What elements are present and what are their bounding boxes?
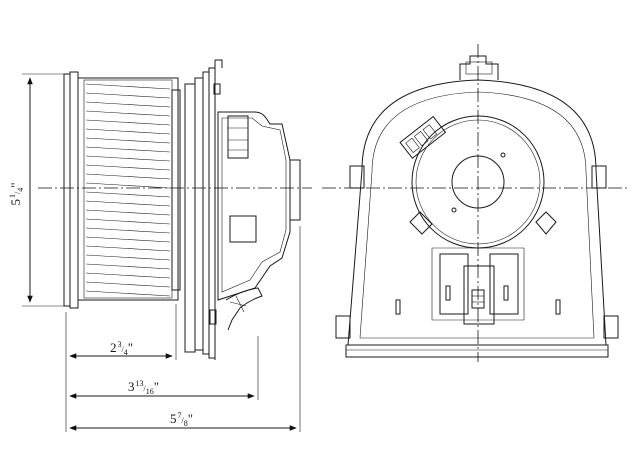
- fan-blade: [85, 191, 171, 198]
- fan-blade: [85, 119, 171, 126]
- fan-blade: [85, 290, 171, 297]
- side-view: [63, 59, 301, 360]
- fan-blade: [85, 110, 171, 117]
- dimension-depth-overall: 57/8": [69, 410, 297, 431]
- fan-blade: [85, 101, 171, 108]
- fan-blade: [85, 92, 171, 99]
- fan-blade: [85, 128, 171, 135]
- fan-blade: [85, 218, 171, 225]
- fan-blade: [85, 209, 171, 216]
- fan-blade: [85, 83, 171, 90]
- fan-blade: [85, 146, 171, 153]
- fan-blade: [85, 155, 171, 162]
- svg-text:51/4": 51/4": [8, 182, 25, 205]
- dimension-height-overall: 51/4": [8, 73, 66, 307]
- fan-blade: [85, 281, 171, 288]
- dim-depth-motor-label: 23/4": [110, 340, 133, 357]
- fan-blade: [85, 182, 171, 189]
- dim-height-overall-label: 51/4": [8, 182, 25, 205]
- fan-blade: [85, 164, 171, 171]
- fan-blade: [85, 200, 171, 207]
- fan-blade: [85, 236, 171, 243]
- dimension-depth-housing: 313/16": [69, 378, 255, 399]
- fan-blade: [85, 272, 171, 279]
- front-view: [335, 55, 619, 358]
- fan-blade: [85, 245, 171, 252]
- fan-blade: [85, 227, 171, 234]
- dim-depth-overall-label: 57/8": [170, 411, 193, 428]
- fan-blade: [85, 254, 171, 261]
- fan-blade: [85, 173, 171, 180]
- fan-blades: [85, 83, 171, 297]
- fan-blade: [85, 263, 171, 270]
- dimension-depth-motor: 23/4": [69, 340, 173, 359]
- dim-depth-housing-label: 313/16": [128, 379, 159, 396]
- fan-blade: [85, 137, 171, 144]
